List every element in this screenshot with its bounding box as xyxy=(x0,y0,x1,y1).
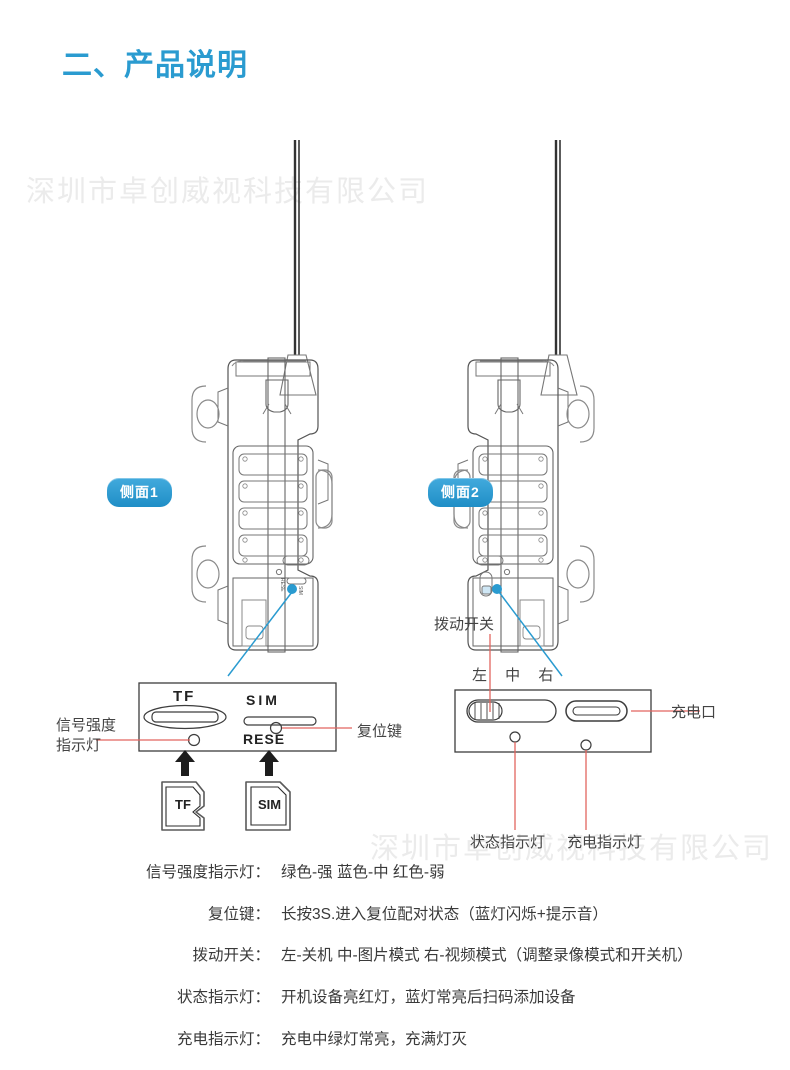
svg-text:RESE: RESE xyxy=(279,578,285,592)
label-tf-card: TF xyxy=(175,797,191,812)
label-charge-indicator: 充电指示灯 xyxy=(567,834,643,851)
label-switch-positions: 左 中 右 xyxy=(472,667,561,684)
spec-key: 充电指示灯： xyxy=(176,1030,270,1048)
label-sim-slot: SIM xyxy=(246,692,280,708)
page-title: 二、产品说明 xyxy=(62,49,248,82)
badge-side2: 侧面2 xyxy=(428,478,493,507)
spec-row: 拨动开关： 左-关机 中-图片模式 右-视频模式（调整录像模式和开关机） xyxy=(0,945,790,967)
slide-switch-knob xyxy=(468,701,503,721)
spec-value: 左-关机 中-图片模式 右-视频模式（调整录像模式和开关机） xyxy=(281,947,693,965)
sim-card-illustration xyxy=(245,781,291,831)
usb-c-charge-port xyxy=(565,700,628,722)
right-port-panel xyxy=(454,689,652,753)
label-sim-card: SIM xyxy=(258,797,282,812)
device-view-side1: RESE SIM xyxy=(96,140,352,831)
label-reset-key: 复位键 xyxy=(357,723,403,740)
spec-value: 充电中绿灯常亮，充满灯灭 xyxy=(281,1030,468,1048)
callout-anchor-left xyxy=(287,584,297,594)
product-description-page: 深圳市卓创威视科技有限公司 深圳市卓创威视科技有限公司 二、产品说明 xyxy=(26,49,774,1048)
label-signal-indicator: 信号强度指示灯 xyxy=(56,717,117,755)
spec-row: 复位键： 长按3S.进入复位配对状态（蓝灯闪烁+提示音） xyxy=(0,904,790,926)
spec-row: 信号强度指示灯： 绿色-强 蓝色-中 红色-弱 xyxy=(0,862,790,884)
tf-card-illustration xyxy=(161,781,205,831)
spec-value: 开机设备亮红灯，蓝灯常亮后扫码添加设备 xyxy=(281,989,576,1007)
spec-row: 充电指示灯： 充电中绿灯常亮，充满灯灭 xyxy=(0,1029,790,1051)
spec-row: 状态指示灯： 开机设备亮红灯，蓝灯常亮后扫码添加设备 xyxy=(0,987,790,1009)
label-reset-slot: RESE xyxy=(243,731,286,747)
spec-value: 绿色-强 蓝色-中 红色-弱 xyxy=(281,864,445,881)
label-slide-switch: 拨动开关 xyxy=(434,616,495,633)
badge-side1: 侧面1 xyxy=(107,478,172,507)
watermark-top: 深圳市卓创威视科技有限公司 xyxy=(26,176,430,208)
spec-value: 长按3S.进入复位配对状态（蓝灯闪烁+提示音） xyxy=(281,905,608,923)
product-diagram: RESE SIM xyxy=(96,140,700,831)
label-status-indicator: 状态指示灯 xyxy=(470,834,546,851)
spec-key: 拨动开关： xyxy=(192,947,270,965)
spec-key: 复位键： xyxy=(207,905,270,923)
spec-list: 信号强度指示灯： 绿色-强 蓝色-中 红色-弱 复位键： 长按3S.进入复位配对… xyxy=(0,862,790,1070)
spec-key: 状态指示灯： xyxy=(176,989,270,1007)
watermark-bottom: 深圳市卓创威视科技有限公司 xyxy=(370,833,774,865)
label-charge-port: 充电口 xyxy=(671,704,717,721)
callout-anchor-right xyxy=(492,584,502,594)
spec-key: 信号强度指示灯： xyxy=(145,864,270,881)
device-view-side2 xyxy=(453,140,700,830)
reset-hole xyxy=(269,721,283,735)
svg-text:SIM: SIM xyxy=(297,586,303,595)
label-tf-slot: TF xyxy=(173,688,196,705)
